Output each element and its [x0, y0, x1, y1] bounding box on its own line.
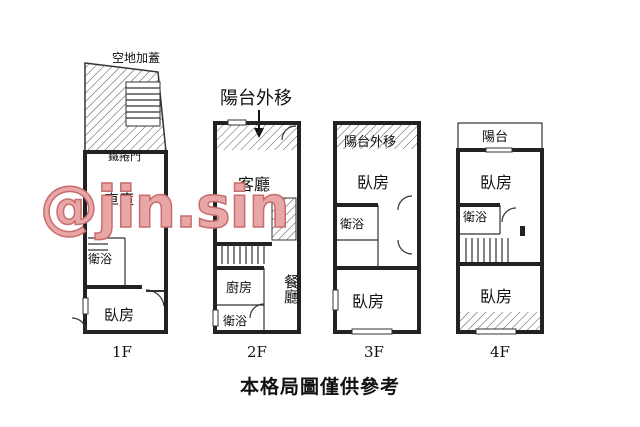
extension-stairs: [125, 81, 161, 127]
window-3f-bottom: [351, 328, 393, 335]
stair-post-4f: [520, 226, 525, 236]
floor-label-1f: 1F: [112, 343, 132, 361]
floor-1f: 空地加蓋 鐵捲門 車庫 衛浴 臥房 1F: [71, 51, 168, 361]
bedroom-label-1f: 臥房: [104, 306, 134, 324]
window-2f-side: [212, 309, 219, 327]
bath-label-4f: 衛浴: [463, 210, 487, 224]
kitchen-label: 廚房: [226, 280, 252, 296]
floor-3f: 陽台外移 臥房 衛浴 臥房 3F: [332, 121, 421, 361]
bedroom-top-label-4f: 臥房: [480, 173, 512, 192]
window-4f-bottom: [475, 328, 517, 335]
window-3f-side: [332, 289, 339, 311]
balcony-hatch-3f: [337, 125, 417, 149]
footer-note: 本格局圖僅供參考: [239, 376, 400, 398]
door-1f: [146, 290, 164, 292]
watermark: @jin.sin: [39, 173, 290, 241]
balcony-hatch-2f: [217, 124, 297, 150]
bedroom-top-label-3f: 臥房: [357, 173, 389, 192]
stairs-2f: [271, 197, 297, 241]
balcony-4f: [457, 122, 543, 150]
dining-label-text: 餐廳: [270, 274, 300, 305]
extension-label: 空地加蓋: [112, 51, 160, 65]
garage-label: 車庫: [104, 191, 134, 209]
balcony-label-4f: 陽台: [482, 130, 508, 145]
bath-label-2f: 衛浴: [223, 314, 247, 328]
floor-1f-outline: [83, 150, 168, 334]
window-1f: [82, 297, 89, 315]
living-label: 客廳: [238, 175, 270, 194]
floor-label-3f: 3F: [364, 343, 384, 361]
stairs-2f-lower: [221, 244, 265, 264]
bath-label-3f: 衛浴: [340, 217, 364, 231]
door-4f-top: [485, 147, 513, 153]
callout-2f: 陽台外移: [220, 88, 292, 109]
hatch-4f-bottom: [460, 312, 540, 330]
floor-2f-outline: [213, 121, 301, 334]
extension-stair-treads: [126, 87, 160, 119]
bedroom-bottom-label-4f: 臥房: [480, 287, 512, 306]
dining-label: 餐廳: [270, 274, 300, 305]
floor-label-4f: 4F: [490, 343, 510, 361]
stairs-1f: [88, 243, 108, 251]
balcony-note-3f: 陽台外移: [344, 135, 396, 150]
bath-label-1f: 衛浴: [88, 252, 112, 266]
floor-4f: 陽台 臥房 衛浴 臥房 4F: [456, 122, 544, 361]
stairs-4f: [465, 238, 509, 262]
floor-label-2f: 2F: [247, 343, 267, 361]
window-2f-top: [227, 119, 247, 126]
bedroom-bottom-label-3f: 臥房: [352, 292, 384, 311]
